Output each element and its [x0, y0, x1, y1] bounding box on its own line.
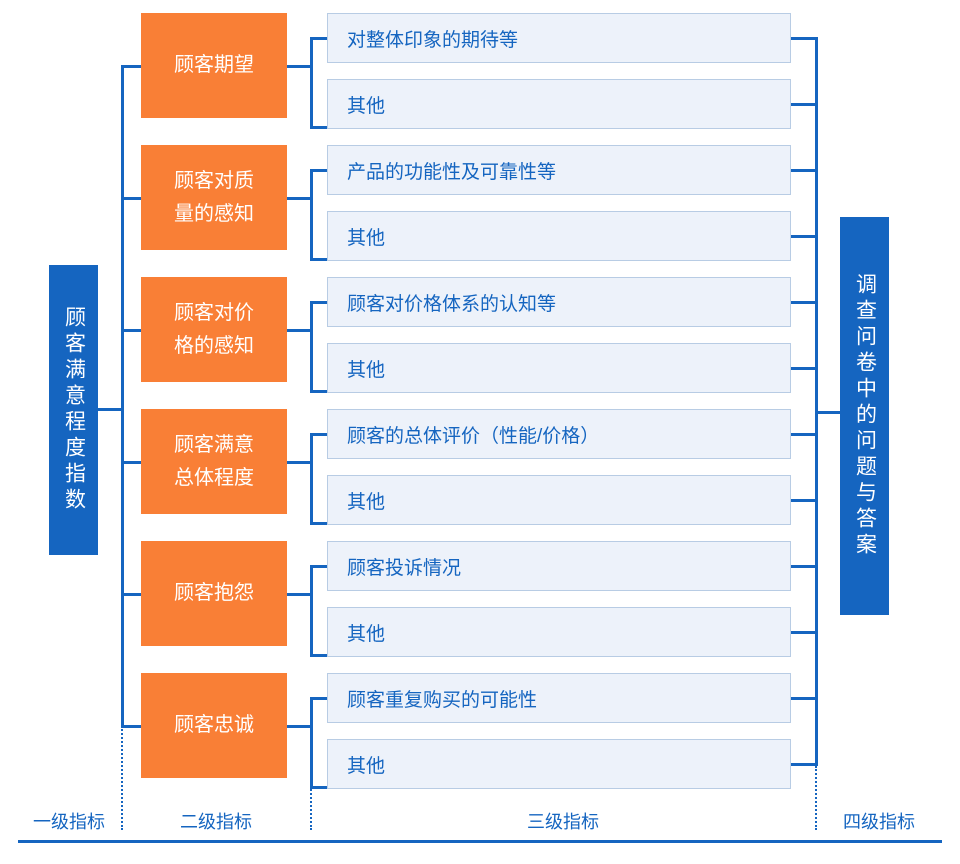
- level3-node-9[interactable]: 顾客投诉情况: [327, 541, 791, 591]
- level3-node-12[interactable]: 其他: [327, 739, 791, 789]
- level3-node-label: 其他: [347, 623, 386, 645]
- connector-l3-out-11: [791, 697, 818, 700]
- level3-node-label: 顾客投诉情况: [347, 557, 462, 579]
- connector-l3-spur-9: [310, 565, 328, 568]
- level3-node-4[interactable]: 其他: [327, 211, 791, 261]
- connector-l3-out-4: [791, 235, 818, 238]
- connector-l3-spur-7: [310, 433, 328, 436]
- level2-node-label: 顾客期望: [174, 54, 254, 76]
- connector-l3-out-10: [791, 631, 818, 634]
- connector-l3-out-9: [791, 565, 818, 568]
- level2-node-3[interactable]: 顾客对价 格的感知: [141, 277, 287, 382]
- connector-level2-spur-6: [121, 725, 141, 728]
- connector-level4-stub: [815, 411, 841, 414]
- level2-node-label: 顾客抱怨: [174, 582, 254, 604]
- level2-node-2[interactable]: 顾客对质 量的感知: [141, 145, 287, 250]
- level2-node-4[interactable]: 顾客满意 总体程度: [141, 409, 287, 514]
- connector-l3-out-8: [791, 499, 818, 502]
- connector-level2-spur-5: [121, 593, 141, 596]
- connector-l3-out-2: [791, 103, 818, 106]
- connector-l2-out-1: [287, 65, 312, 68]
- level2-node-label: 顾客对质 量的感知: [174, 169, 254, 225]
- level1-node-customer-satisfaction-index[interactable]: 顾客满意程度指数: [49, 265, 98, 555]
- connector-l3-spur-6: [310, 390, 328, 393]
- connector-l3-out-3: [791, 169, 818, 172]
- level3-node-3[interactable]: 产品的功能性及可靠性等: [327, 145, 791, 195]
- connector-level1-bus: [121, 66, 124, 726]
- level3-node-5[interactable]: 顾客对价格体系的认知等: [327, 277, 791, 327]
- connector-l2-out-4: [287, 461, 312, 464]
- level3-node-11[interactable]: 顾客重复购买的可能性: [327, 673, 791, 723]
- level3-node-label: 其他: [347, 95, 386, 117]
- footer-label-text: 四级指标: [843, 812, 915, 832]
- level3-node-label: 其他: [347, 227, 386, 249]
- connector-l2-out-6: [287, 725, 312, 728]
- connector-level2-spur-3: [121, 329, 141, 332]
- connector-l3-spur-5: [310, 301, 328, 304]
- level3-node-label: 产品的功能性及可靠性等: [347, 161, 557, 183]
- footer-separator-1: [121, 726, 123, 830]
- level3-node-label: 对整体印象的期待等: [347, 29, 519, 51]
- level4-node-label: 调查问卷中的问题与答案: [853, 273, 877, 559]
- connector-level1-stub: [98, 408, 123, 411]
- connector-l3-spur-2: [310, 126, 328, 129]
- connector-l2-bus-3: [310, 301, 313, 393]
- level3-node-label: 其他: [347, 491, 386, 513]
- connector-l3-out-12: [791, 763, 818, 766]
- footer-label-level3: 三级指标: [312, 808, 814, 834]
- connector-l2-out-5: [287, 593, 312, 596]
- footer-label-text: 三级指标: [527, 812, 599, 832]
- connector-l3-spur-12: [310, 786, 328, 789]
- footer-label-level2: 二级指标: [123, 808, 309, 834]
- footer-baseline-rule: [18, 840, 942, 843]
- level3-node-label: 其他: [347, 359, 386, 381]
- level3-node-8[interactable]: 其他: [327, 475, 791, 525]
- connector-level4-bus: [815, 37, 818, 766]
- connector-l3-spur-10: [310, 654, 328, 657]
- connector-l3-out-7: [791, 433, 818, 436]
- connector-l3-out-6: [791, 367, 818, 370]
- connector-l2-bus-2: [310, 169, 313, 261]
- footer-separator-3: [815, 766, 817, 830]
- connector-l2-out-3: [287, 329, 312, 332]
- level2-node-1[interactable]: 顾客期望: [141, 13, 287, 118]
- footer-separator-2: [310, 726, 312, 830]
- level1-node-label: 顾客满意程度指数: [62, 306, 86, 514]
- level2-node-label: 顾客对价 格的感知: [174, 301, 254, 357]
- connector-l3-spur-4: [310, 258, 328, 261]
- level3-node-label: 顾客对价格体系的认知等: [347, 293, 557, 315]
- connector-l3-spur-8: [310, 522, 328, 525]
- connector-l3-out-1: [791, 37, 818, 40]
- level2-node-label: 顾客满意 总体程度: [174, 433, 254, 489]
- connector-l2-bus-1: [310, 37, 313, 129]
- level3-node-label: 顾客重复购买的可能性: [347, 689, 538, 711]
- level3-node-1[interactable]: 对整体印象的期待等: [327, 13, 791, 63]
- level3-node-label: 其他: [347, 755, 386, 777]
- level3-node-7[interactable]: 顾客的总体评价（性能/价格）: [327, 409, 791, 459]
- connector-l3-out-5: [791, 301, 818, 304]
- level2-node-label: 顾客忠诚: [174, 714, 254, 736]
- connector-l3-spur-11: [310, 697, 328, 700]
- footer-label-level1: 一级指标: [19, 808, 119, 834]
- level3-node-2[interactable]: 其他: [327, 79, 791, 129]
- connector-l3-spur-1: [310, 37, 328, 40]
- level4-node-questionnaire[interactable]: 调查问卷中的问题与答案: [840, 217, 889, 615]
- connector-level2-spur-4: [121, 461, 141, 464]
- level2-node-6[interactable]: 顾客忠诚: [141, 673, 287, 778]
- level3-node-10[interactable]: 其他: [327, 607, 791, 657]
- level3-node-label: 顾客的总体评价（性能/价格）: [347, 425, 600, 447]
- footer-label-text: 一级指标: [33, 812, 105, 832]
- level2-node-5[interactable]: 顾客抱怨: [141, 541, 287, 646]
- footer-label-level4: 四级指标: [817, 808, 941, 834]
- connector-level2-spur-1: [121, 65, 141, 68]
- connector-l2-out-2: [287, 197, 312, 200]
- connector-l3-spur-3: [310, 169, 328, 172]
- connector-l2-bus-4: [310, 433, 313, 525]
- footer-label-text: 二级指标: [180, 812, 252, 832]
- connector-level2-spur-2: [121, 197, 141, 200]
- connector-l2-bus-5: [310, 565, 313, 657]
- level3-node-6[interactable]: 其他: [327, 343, 791, 393]
